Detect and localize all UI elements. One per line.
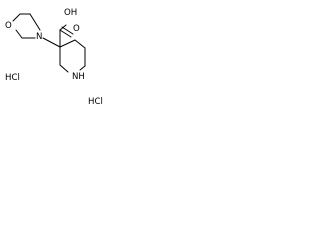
carboxylic-acid-label: OH: [64, 8, 77, 18]
piperidine-bond: [59, 64, 69, 73]
morpholine-bond: [29, 13, 41, 31]
chemical-structure: O N OH O NH HCl HCl: [5, 8, 103, 107]
piperidine-ring: [59, 39, 86, 73]
carbonyl-double-bond: [61, 26, 74, 35]
piperidine-bond: [79, 65, 86, 71]
n-c4-bond: [42, 37, 61, 48]
hcl-counterion-left: HCl: [5, 73, 20, 83]
carbonyl-oxygen-label: O: [73, 24, 80, 34]
carbonyl-double-bond: [59, 29, 72, 38]
hcl-counterion-right: HCl: [88, 97, 103, 107]
piperidine-bond: [74, 39, 86, 49]
morpholine-oxygen-label: O: [5, 21, 12, 31]
piperidine-bond: [59, 39, 76, 48]
morpholine-bond: [12, 13, 21, 22]
carboxylic-acid-group: [59, 24, 74, 48]
morpholine-ring: [12, 13, 41, 39]
morpholine-bond: [15, 29, 23, 39]
morpholine-nitrogen-label: N: [36, 32, 42, 42]
piperidine-nh-label: NH: [72, 72, 85, 82]
